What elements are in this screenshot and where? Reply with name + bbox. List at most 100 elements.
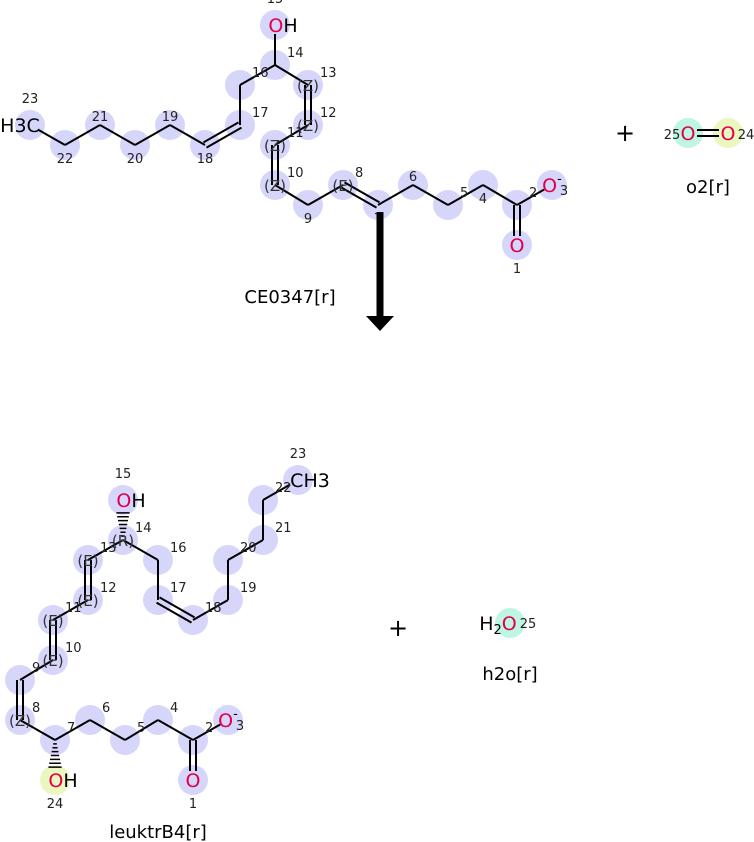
double-bond <box>343 181 380 204</box>
atom-number: 24 <box>738 128 754 143</box>
single-bond <box>124 719 159 741</box>
single-bond <box>516 188 545 206</box>
atom-label: OH <box>268 15 297 37</box>
atom-number: 6 <box>102 701 110 716</box>
atom-number: 13 <box>320 66 337 81</box>
single-bond <box>262 483 291 501</box>
molecule-name-label: h2o[r] <box>482 664 537 685</box>
single-bond <box>274 124 309 146</box>
atom-halo <box>260 10 290 40</box>
atom-number: 22 <box>57 152 74 167</box>
atom-label: O- <box>218 707 238 732</box>
atom-halo <box>213 705 243 735</box>
atom-number: 16 <box>170 541 187 556</box>
atom-number: 20 <box>127 152 144 167</box>
stereo-label: (Z) <box>9 712 31 730</box>
atom-number: 22 <box>275 481 292 496</box>
atom-number: 12 <box>320 106 337 121</box>
atom-number: 4 <box>479 192 487 207</box>
single-bond <box>307 184 344 206</box>
atom-number: 15 <box>115 467 132 482</box>
stereo-label: (E) <box>42 612 63 630</box>
atom-halo <box>178 765 208 795</box>
atom-halo <box>283 465 313 495</box>
stereo-label: (Z) <box>297 77 319 95</box>
atom-number: 9 <box>304 212 312 227</box>
stereo-label: (Z) <box>264 137 286 155</box>
plus-sign: + <box>388 614 408 642</box>
atom-number: 3 <box>236 719 244 734</box>
plus-sign: + <box>615 119 635 147</box>
atom-label: O <box>510 235 525 257</box>
atom-number: 21 <box>92 110 109 125</box>
single-bond <box>122 539 159 561</box>
atom-number: 15 <box>267 0 284 7</box>
molecule-name-label: leuktrB4[r] <box>109 822 207 842</box>
double-bond <box>205 126 242 149</box>
atom-number: 17 <box>252 106 269 121</box>
stereo-label: (E) <box>42 652 63 670</box>
single-bond <box>274 64 309 86</box>
atom-number: 19 <box>162 110 179 125</box>
atom-label: OH <box>48 770 77 792</box>
atom-number: 4 <box>170 701 178 716</box>
atom-number: 25 <box>664 128 681 143</box>
single-bond <box>37 128 66 146</box>
stereo-label: (R) <box>112 532 134 550</box>
atom-number: 5 <box>460 186 468 201</box>
double-bond <box>156 601 193 624</box>
stereo-label: (E) <box>77 552 98 570</box>
single-bond <box>169 124 206 146</box>
stereo-label: (E) <box>332 177 353 195</box>
single-bond <box>412 184 449 206</box>
atom-number: 19 <box>240 581 257 596</box>
atom-number: 9 <box>32 661 40 676</box>
atom-number: 13 <box>100 541 117 556</box>
single-bond <box>19 659 54 681</box>
atom-halo <box>502 230 532 260</box>
single-bond <box>227 539 264 561</box>
single-bond <box>239 64 276 86</box>
single-bond <box>87 539 124 561</box>
atom-halo <box>713 118 743 148</box>
double-bond <box>341 186 378 209</box>
atom-halo <box>15 110 45 140</box>
atom-number: 2 <box>205 721 213 736</box>
atom-label: H2O <box>479 613 517 638</box>
atom-number: 7 <box>67 721 75 736</box>
atom-number: 5 <box>137 721 145 736</box>
atom-number: 25 <box>520 617 537 632</box>
atom-halo <box>40 765 70 795</box>
atom-label: O <box>681 123 696 145</box>
atom-number: 20 <box>240 541 257 556</box>
atom-number: 23 <box>22 92 39 107</box>
single-bond <box>192 599 229 621</box>
single-bond <box>377 184 414 206</box>
double-bond <box>203 121 240 144</box>
molecule-CE0347r: H3C232221201918171614OH15(Z)13(Z)12(Z)11… <box>0 0 568 308</box>
atom-number: 10 <box>287 166 304 181</box>
atom-number: 2 <box>529 186 537 201</box>
atom-halo <box>495 608 525 638</box>
atom-number: 18 <box>197 152 214 167</box>
atom-number: 1 <box>513 262 521 277</box>
atom-number: 11 <box>287 126 304 141</box>
atom-number: 14 <box>135 521 152 536</box>
single-bond <box>192 723 221 741</box>
atom-number: 23 <box>290 447 307 462</box>
reaction-arrow-head <box>366 316 394 331</box>
atom-number: 12 <box>100 581 117 596</box>
single-bond <box>274 184 309 206</box>
atom-number: 8 <box>355 166 363 181</box>
double-bond <box>158 596 195 619</box>
atom-number: 16 <box>252 66 269 81</box>
single-bond <box>64 124 101 146</box>
atom-halo <box>537 170 567 200</box>
atom-halo <box>673 118 703 148</box>
single-bond <box>157 719 194 741</box>
single-bond <box>99 124 136 146</box>
